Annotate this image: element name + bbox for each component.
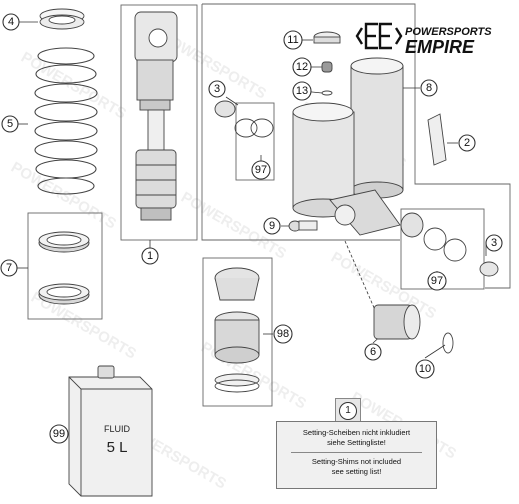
svg-text:3: 3 <box>491 237 497 249</box>
callout-3-right[interactable]: 3 <box>485 234 503 252</box>
callout-13[interactable]: 13 <box>292 81 312 101</box>
callout-6[interactable]: 6 <box>364 343 382 361</box>
spring-retainer-ring <box>39 8 85 30</box>
svg-text:10: 10 <box>419 363 431 375</box>
callout-97-right[interactable]: 97 <box>427 271 447 291</box>
callout-7[interactable]: 7 <box>0 259 18 277</box>
frame-reservoir-assembly <box>201 3 511 289</box>
note-badge-number: 1 <box>339 402 357 420</box>
svg-text:12: 12 <box>296 61 308 73</box>
svg-text:7: 7 <box>6 262 12 274</box>
callout-8[interactable]: 8 <box>420 79 438 97</box>
svg-text:97: 97 <box>255 164 267 176</box>
damper-unit <box>134 11 178 221</box>
callout-12[interactable]: 12 <box>292 57 312 77</box>
svg-text:9: 9 <box>269 220 275 232</box>
adjuster-screw <box>288 220 318 232</box>
logo-line2: EMPIRE <box>405 37 475 57</box>
svg-text:99: 99 <box>53 428 65 440</box>
svg-text:98: 98 <box>277 328 289 340</box>
seal-kit-parts <box>214 267 260 393</box>
callout-9[interactable]: 9 <box>263 217 281 235</box>
frame-seal-kit-top <box>235 102 275 181</box>
note-en-line2: see setting list! <box>331 467 382 476</box>
callout-5[interactable]: 5 <box>1 115 19 133</box>
note-de-line2: siehe Settingliste! <box>327 438 386 447</box>
empire-logo-icon <box>355 22 403 50</box>
compression-adjuster <box>373 304 454 354</box>
fluid-volume: 5 L <box>107 439 128 456</box>
note-en-line1: Setting-Shims not included <box>311 457 402 466</box>
callout-11[interactable]: 11 <box>283 30 303 50</box>
svg-text:13: 13 <box>296 85 308 97</box>
callout-4[interactable]: 4 <box>2 13 20 31</box>
logo-line1: POWERSPORTS <box>405 26 492 38</box>
fluid-word: FLUID <box>104 424 131 434</box>
frame-damper-assembly <box>120 4 198 241</box>
callout-98[interactable]: 98 <box>273 324 293 344</box>
callout-99[interactable]: 99 <box>49 424 69 444</box>
svg-text:4: 4 <box>8 16 14 28</box>
note-divider <box>291 452 422 453</box>
svg-text:5: 5 <box>7 118 13 130</box>
svg-text:8: 8 <box>426 82 432 94</box>
setting-note: Setting-Scheiben nicht inkludiert siehe … <box>276 421 437 489</box>
o-ring-small <box>321 90 333 96</box>
adjuster-rings <box>38 231 90 305</box>
frame-seal-kit <box>202 257 273 407</box>
reservoir-cylinder <box>350 57 404 199</box>
svg-text:1: 1 <box>147 250 153 262</box>
svg-text:2: 2 <box>464 137 470 149</box>
brand-logo: POWERSPORTS EMPIRE <box>355 22 492 57</box>
callout-2[interactable]: 2 <box>458 134 476 152</box>
mounting-clip <box>427 113 447 166</box>
bushing-top <box>214 100 274 138</box>
reservoir-cap <box>313 31 341 44</box>
fluid-can: FLUID 5 L <box>68 365 153 497</box>
callout-10[interactable]: 10 <box>415 359 435 379</box>
svg-text:97: 97 <box>431 275 443 287</box>
bushing-right <box>400 212 499 277</box>
coil-spring <box>34 47 98 195</box>
svg-text:3: 3 <box>214 83 220 95</box>
reservoir-body <box>292 102 401 236</box>
valve-core <box>321 61 333 73</box>
callout-1[interactable]: 1 <box>141 247 159 265</box>
svg-text:6: 6 <box>370 346 376 358</box>
svg-text:11: 11 <box>287 34 298 46</box>
callout-97-top[interactable]: 97 <box>251 160 271 180</box>
frame-seal-kit-right <box>400 208 485 290</box>
callout-3-top[interactable]: 3 <box>208 80 226 98</box>
frame-adjuster-rings <box>27 212 103 320</box>
note-badge: 1 <box>335 398 361 424</box>
note-de-line1: Setting-Scheiben nicht inkludiert <box>302 428 411 437</box>
